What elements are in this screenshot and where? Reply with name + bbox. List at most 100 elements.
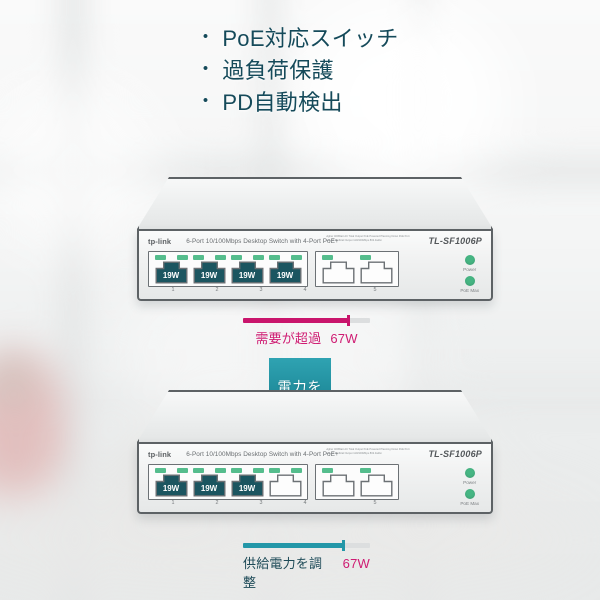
port-power-label: 19W bbox=[162, 484, 180, 493]
port-1[interactable]: 19W bbox=[152, 468, 190, 497]
bullet-marker-icon: ・ bbox=[196, 27, 216, 48]
meter-caption-row: 需要が超過 67W bbox=[243, 328, 370, 347]
port-2[interactable]: 19W bbox=[190, 255, 228, 284]
meter-threshold-tick bbox=[342, 540, 346, 551]
bullet-text-3: PD自動検出 bbox=[222, 90, 343, 116]
device-model-number: TL-SF1006P bbox=[428, 449, 482, 459]
meter-demand-overload: 需要が超過 67W bbox=[243, 315, 370, 347]
poe-port-group: 19W 19W 19W bbox=[148, 464, 308, 500]
rj45-jack-icon: 19W bbox=[269, 261, 302, 284]
port-led-pair bbox=[321, 468, 355, 473]
port-power-label: 19W bbox=[276, 271, 294, 280]
port-3[interactable]: 19W bbox=[228, 468, 266, 497]
port-6[interactable] bbox=[357, 255, 395, 284]
device-header: tp-link 6-Port 10/100Mbps Desktop Switch… bbox=[139, 444, 491, 464]
device-header: tp-link 6-Port 10/100Mbps Desktop Switch… bbox=[139, 231, 491, 251]
port-number-5: 5 bbox=[373, 287, 377, 293]
uplink-port-group bbox=[315, 251, 399, 287]
meter-watt-value: 67W bbox=[330, 331, 358, 346]
bullet-item-2: ・ 過負荷保護 bbox=[196, 56, 526, 85]
port-power-label: 19W bbox=[162, 271, 180, 280]
port-led-pair bbox=[359, 255, 393, 260]
device-front-panel: tp-link 6-Port 10/100Mbps Desktop Switch… bbox=[137, 229, 493, 301]
port-number-row: 1 2 3 4 5 bbox=[139, 287, 491, 293]
port-number-5: 5 bbox=[373, 500, 377, 506]
rj45-jack-icon bbox=[360, 261, 393, 284]
port-led-pair bbox=[230, 255, 264, 260]
port-5[interactable] bbox=[319, 468, 357, 497]
rj45-jack-icon: 19W bbox=[193, 474, 226, 497]
rj45-jack-icon bbox=[322, 474, 355, 497]
port-3[interactable]: 19W bbox=[228, 255, 266, 284]
power-led-icon bbox=[464, 255, 475, 265]
bullet-item-1: ・ PoE対応スイッチ bbox=[196, 24, 526, 53]
port-number-4: 4 bbox=[303, 500, 307, 506]
bullet-marker-icon: ・ bbox=[196, 91, 216, 113]
switch-device-bottom: tp-link 6-Port 10/100Mbps Desktop Switch… bbox=[137, 390, 493, 520]
port-4[interactable]: 19W bbox=[266, 255, 304, 284]
device-description: 6-Port 10/100Mbps Desktop Switch with 4-… bbox=[186, 450, 339, 458]
bullet-text-1: PoE対応スイッチ bbox=[222, 26, 399, 51]
power-led-label: Power bbox=[463, 267, 477, 272]
port-5[interactable] bbox=[319, 255, 357, 284]
port-1[interactable]: 19W bbox=[152, 255, 190, 284]
port-number-row: 1 2 3 4 5 bbox=[139, 500, 491, 506]
meter-threshold-tick bbox=[347, 315, 351, 326]
bullet-marker-icon: ・ bbox=[196, 59, 216, 81]
rj45-jack-icon: 19W bbox=[155, 261, 188, 284]
poemax-led-label: PoE Max bbox=[460, 501, 479, 506]
port-led-pair bbox=[154, 468, 188, 473]
meter-supply-adjusted: 供給電力を調整 67W bbox=[243, 540, 370, 591]
port-led-pair bbox=[359, 468, 393, 473]
port-led-pair bbox=[230, 468, 264, 473]
port-led-pair bbox=[321, 255, 355, 260]
rj45-jack-icon bbox=[360, 474, 393, 497]
port-led-pair bbox=[192, 255, 226, 260]
port-led-pair bbox=[192, 468, 226, 473]
ports-row: 19W 19W 19W bbox=[139, 251, 491, 293]
power-led-label: Power bbox=[463, 480, 477, 485]
device-top-surface bbox=[137, 177, 493, 229]
poe-port-group: 19W 19W 19W bbox=[148, 251, 308, 287]
port-power-label: 19W bbox=[238, 271, 256, 280]
meter-caption: 供給電力を調整 bbox=[243, 556, 323, 590]
bullet-item-3: ・ PD自動検出 bbox=[196, 88, 526, 117]
meter-caption: 需要が超過 bbox=[255, 331, 322, 346]
port-number-2: 2 bbox=[215, 500, 219, 506]
poemax-led-icon bbox=[464, 489, 475, 499]
device-front-panel: tp-link 6-Port 10/100Mbps Desktop Switch… bbox=[137, 442, 493, 514]
port-power-label: 19W bbox=[200, 484, 218, 493]
rj45-jack-icon: 19W bbox=[155, 474, 188, 497]
port-number-1: 1 bbox=[171, 500, 175, 506]
status-led-cluster: Power PoE Max bbox=[460, 255, 479, 295]
port-led-pair bbox=[154, 255, 188, 260]
meter-watt-value: 67W bbox=[342, 556, 370, 571]
ports-row: 19W 19W 19W bbox=[139, 464, 491, 506]
headline-bullet-list: ・ PoE対応スイッチ ・ 過負荷保護 ・ PD自動検出 bbox=[196, 24, 526, 120]
rj45-jack-icon: 19W bbox=[231, 261, 264, 284]
port-2[interactable]: 19W bbox=[190, 468, 228, 497]
port-number-1: 1 bbox=[171, 287, 175, 293]
port-led-pair bbox=[268, 255, 302, 260]
port-number-3: 3 bbox=[259, 287, 263, 293]
meter-track bbox=[243, 318, 370, 323]
port-number-4: 4 bbox=[303, 287, 307, 293]
switch-device-top: tp-link 6-Port 10/100Mbps Desktop Switch… bbox=[137, 177, 493, 307]
port-led-pair bbox=[268, 468, 302, 473]
device-micro-spec-text: Higher 400Watt AC Total Output PoE Power… bbox=[325, 448, 410, 456]
rj45-jack-icon: 19W bbox=[231, 474, 264, 497]
tplink-logo: tp-link bbox=[148, 449, 172, 459]
port-power-label: 19W bbox=[200, 271, 218, 280]
port-4[interactable] bbox=[266, 468, 304, 497]
port-6[interactable] bbox=[357, 468, 395, 497]
meter-fill bbox=[243, 543, 343, 548]
poemax-led-label: PoE Max bbox=[460, 288, 479, 293]
power-led-icon bbox=[464, 468, 475, 478]
device-micro-spec-text: Higher 400Watt AC Total Output PoE Power… bbox=[325, 235, 410, 243]
port-number-3: 3 bbox=[259, 500, 263, 506]
bullet-text-2: 過負荷保護 bbox=[222, 58, 334, 84]
poemax-led-icon bbox=[464, 276, 475, 286]
tplink-logo: tp-link bbox=[148, 236, 172, 246]
device-top-surface bbox=[137, 390, 493, 442]
